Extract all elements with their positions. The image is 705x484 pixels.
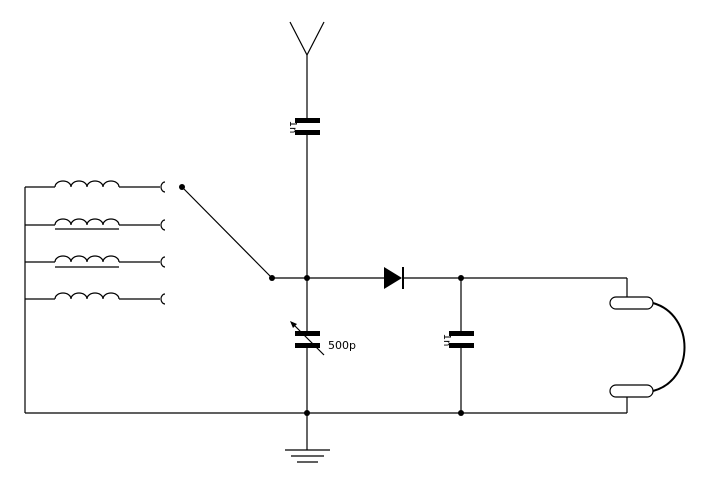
inductor-4 — [25, 292, 166, 305]
inductor-2 — [25, 218, 166, 231]
tuning-capacitor: 500p — [290, 278, 356, 413]
diode — [384, 267, 404, 289]
antenna-capacitor-label: 1n — [287, 121, 298, 134]
inductor-1 — [25, 180, 166, 193]
selector-switch — [179, 184, 275, 281]
inductor-3 — [25, 255, 166, 268]
antenna-capacitor: 1n — [287, 118, 320, 135]
tuning-capacitor-label: 500p — [328, 339, 356, 352]
headphones — [609, 278, 686, 413]
antenna-symbol — [289, 21, 325, 118]
filter-capacitor-label: 1n — [441, 334, 452, 347]
ground-symbol — [285, 413, 330, 463]
filter-capacitor: 1n — [441, 278, 474, 413]
junction-dot — [458, 410, 464, 416]
